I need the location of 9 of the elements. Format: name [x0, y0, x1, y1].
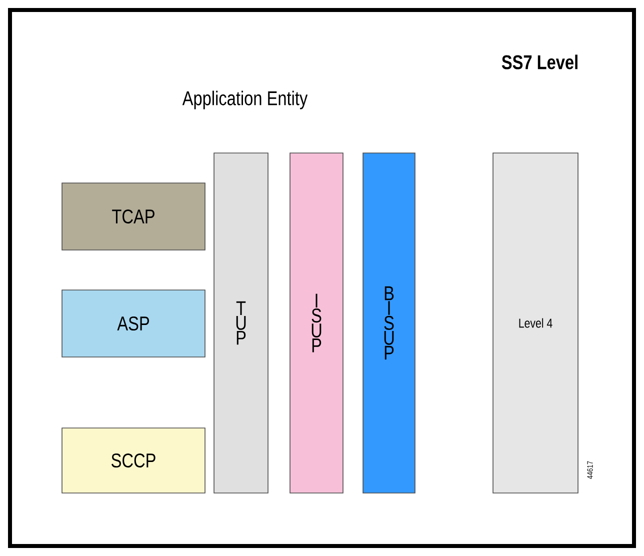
- layer-box: Level 4: [492, 152, 578, 494]
- layer-box: ASP: [62, 290, 206, 358]
- layer-box: B I S U P: [362, 152, 416, 494]
- layer-box: T U P: [214, 152, 268, 494]
- layer-box: TCAP: [62, 182, 206, 250]
- layer-box: SCCP: [62, 428, 206, 494]
- layer-box: I S U P: [290, 152, 344, 494]
- heading: Application Entity: [182, 90, 308, 110]
- title: SS7 Level: [502, 54, 578, 70]
